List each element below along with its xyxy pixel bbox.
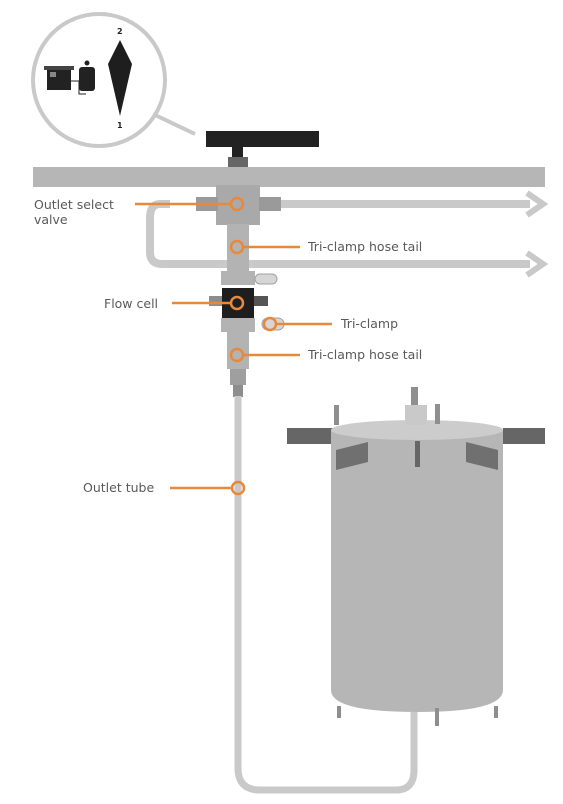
callout-flow-cell — [172, 295, 245, 311]
callout-hose-tail-top — [229, 239, 300, 255]
valve-dial-shape — [108, 40, 132, 116]
valve-handle — [206, 131, 319, 167]
label-flow-cell: Flow cell — [104, 296, 159, 311]
outlet-select-valve-body — [196, 185, 281, 272]
callout-outlet-select-valve — [135, 196, 245, 212]
outlet-tube — [234, 396, 418, 794]
magnifier-pointer-line — [152, 112, 196, 136]
magnifier-inset — [31, 12, 196, 148]
label-outlet-tube: Outlet tube — [83, 480, 155, 495]
label-hose-tail-bottom: Tri-clamp hose tail — [308, 347, 423, 362]
callout-outlet-tube — [170, 480, 246, 496]
tri-clamp-upper — [221, 271, 278, 285]
hose-tail-lower — [227, 331, 249, 397]
mounting-rail — [33, 167, 545, 187]
mini-vessel-icon — [44, 60, 95, 95]
storage-vessel — [287, 387, 545, 726]
callout-tri-clamp — [262, 316, 332, 332]
vessel-body — [331, 430, 503, 712]
label-outlet-select-valve: Outlet select valve — [34, 197, 114, 227]
label-tri-clamp: Tri-clamp — [341, 316, 399, 331]
vessel-bracket-right — [503, 428, 545, 444]
vessel-bracket-left — [287, 428, 339, 444]
dial-number-bottom: 1 — [117, 121, 123, 130]
callout-hose-tail-bottom — [229, 347, 300, 363]
outlet-arrow-upper — [280, 190, 549, 218]
label-hose-tail-top: Tri-clamp hose tail — [308, 239, 423, 254]
dial-number-top: 2 — [117, 27, 123, 36]
vessel-top-port — [405, 405, 427, 425]
